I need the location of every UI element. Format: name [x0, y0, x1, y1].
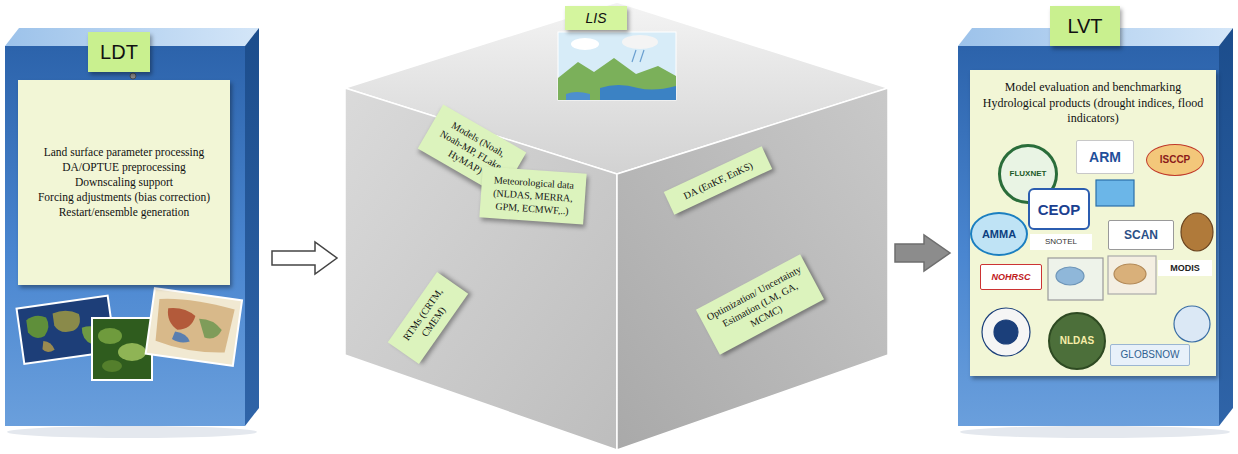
box-side-face: [245, 28, 259, 426]
cube-left-face: [345, 88, 617, 450]
tool-name: LIS: [585, 10, 606, 26]
feature-line: Model evaluation and benchmarking: [980, 80, 1206, 96]
animal-logo: [1181, 213, 1213, 251]
us-map: [1108, 256, 1156, 294]
component-text: Meteorological data (NLDAS, MERRA, GPM, …: [486, 172, 580, 217]
logo-badge: ARM: [1076, 140, 1134, 174]
institute-logo: [994, 320, 1018, 344]
feature-note: Land surface parameter processingDA/OPTU…: [18, 80, 230, 285]
box-shadow: [7, 426, 257, 438]
box-front-face: [958, 46, 1219, 426]
logo-badge: CEOP: [1028, 188, 1090, 230]
logo-name: CEOP: [1038, 202, 1081, 217]
logo-name: ISCCP: [1160, 155, 1191, 165]
component-text: Optimization/ Uncertainty Esimation (LM,…: [704, 262, 816, 346]
logo-name: SCAN: [1124, 229, 1158, 241]
logo-name: NOHRSC: [991, 273, 1030, 282]
logo-name: NLDAS: [1060, 336, 1094, 346]
feature-line: Land surface parameter processing: [28, 145, 220, 160]
logo-badge: GLOBSNOW: [1110, 344, 1190, 366]
institute-logo: [982, 308, 1030, 356]
logo-name: MODIS: [1170, 264, 1200, 273]
soil-map-picture: [146, 288, 242, 366]
water-cycle-picture: [558, 32, 676, 100]
box-side-face: [1219, 28, 1233, 426]
component-note: DA (EnKF, EnKS): [664, 146, 772, 214]
institute-logo: [982, 308, 1030, 356]
flow-arrow: [272, 242, 337, 274]
component-text: RTMs (CRTM, CMEM): [396, 280, 460, 356]
logo-badge: NLDAS: [1048, 312, 1106, 370]
logo-name: SNOTEL: [1045, 238, 1077, 246]
feature-line: DA/OPTUE preprocessing: [28, 160, 220, 175]
component-note: RTMs (CRTM, CMEM): [388, 272, 468, 364]
snow-logo: [1174, 306, 1210, 342]
sticky-tag: LIS: [565, 6, 627, 30]
box-front-face: [5, 46, 245, 426]
station-map: [1048, 258, 1103, 300]
station-map: [1056, 267, 1084, 285]
feature-line: Downscaling support: [28, 175, 220, 190]
component-note: Meteorological data (NLDAS, MERRA, GPM, …: [479, 166, 586, 224]
station-map: [1056, 267, 1084, 285]
logo-badge: AMMA: [970, 212, 1028, 256]
logo-name: GLOBSNOW: [1121, 350, 1180, 360]
us-map: [1108, 256, 1156, 294]
feature-note: Model evaluation and benchmarkingHydrolo…: [970, 70, 1216, 376]
vegetation-picture: [92, 318, 152, 380]
logo-badge: SNOTEL: [1030, 234, 1092, 250]
logo-badge: SCAN: [1108, 220, 1174, 250]
tool-box: LDT Land surface parameter processingDA/O…: [5, 28, 259, 426]
component-text: DA (EnKF, EnKS): [672, 154, 764, 206]
feature-line: Restart/ensemble generation: [28, 205, 220, 220]
feature-line: Hydrological products (drought indices, …: [980, 96, 1206, 127]
logo-name: AMMA: [982, 229, 1016, 240]
box-shadow: [960, 426, 1230, 438]
animal-logo: [1181, 213, 1213, 251]
logo-badge: ISCCP: [1146, 144, 1204, 176]
component-note: Optimization/ Uncertainty Esimation (LM,…: [696, 254, 824, 354]
us-map: [1114, 264, 1146, 284]
sticky-tag: LVT: [1050, 6, 1120, 46]
tool-box: LVTModel evaluation and benchmarkingHydr…: [958, 28, 1233, 426]
snow-logo: [1174, 306, 1210, 342]
flux-logo: [1096, 180, 1134, 206]
tool-name: LDT: [100, 41, 138, 64]
logo-badge: NOHRSC: [980, 264, 1042, 290]
us-map: [1114, 264, 1146, 284]
pushpin: [130, 73, 136, 79]
flow-arrow: [895, 235, 950, 271]
lis-cube: LISModels (Noah, Noah-MP, FLake, HyMAP)M…: [345, 2, 890, 452]
logo-name: FLUXNET: [1010, 170, 1047, 178]
sticky-tag: LDT: [88, 32, 150, 72]
logo-badge: MODIS: [1158, 260, 1212, 276]
institute-logo: [994, 320, 1018, 344]
cube-right-face: [617, 88, 888, 450]
flux-logo: [1096, 180, 1134, 206]
station-map: [1048, 258, 1103, 300]
tool-name: LVT: [1067, 15, 1102, 38]
logo-name: ARM: [1089, 150, 1121, 164]
feature-line: Forcing adjustments (bias correction): [28, 190, 220, 205]
